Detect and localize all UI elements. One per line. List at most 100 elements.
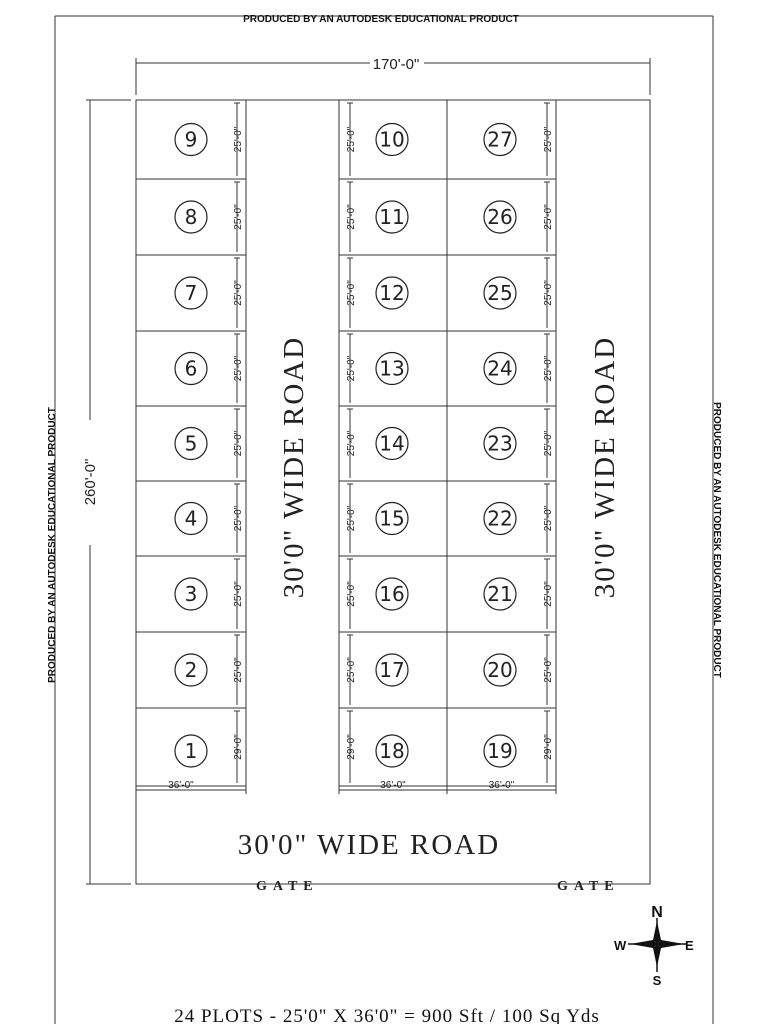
plot-summary: 24 PLOTS - 25'0" X 36'0" = 900 Sft / 100… bbox=[174, 1006, 600, 1024]
plot-number-circle bbox=[375, 501, 409, 536]
plot-number-circle bbox=[483, 653, 517, 687]
plot-depth-label: 29'-0" bbox=[346, 734, 357, 760]
plot-number-19: 19 bbox=[487, 739, 512, 763]
plot-number-circle bbox=[174, 122, 208, 157]
plot-number-circle bbox=[375, 426, 409, 461]
gate-right: GATE bbox=[557, 879, 620, 894]
plot-number-17: 17 bbox=[379, 658, 404, 682]
plot-depth-label: 25'-0" bbox=[543, 204, 554, 230]
plot-depth-label: 29'-0" bbox=[543, 734, 554, 760]
plot-depth-label: 25'-0" bbox=[346, 126, 357, 152]
plot-number-circle bbox=[483, 734, 517, 768]
plot-depth-label: 25'-0" bbox=[543, 430, 554, 456]
plot-depth-label: 25'-0" bbox=[543, 657, 554, 683]
plot-number-circle bbox=[483, 501, 517, 536]
plot-depth-label: 25'-0" bbox=[346, 355, 357, 381]
plot-depth-label: 25'-0" bbox=[543, 126, 554, 152]
plot-number-circle bbox=[174, 653, 208, 687]
plot-number-1: 1 bbox=[185, 739, 198, 763]
compass-south: S bbox=[653, 973, 662, 988]
plot-number-circle bbox=[375, 577, 409, 611]
plot-number-circle bbox=[375, 351, 409, 386]
plot-depth-label: 25'-0" bbox=[233, 280, 244, 306]
sheet-border bbox=[54, 15, 714, 1024]
road-label-bottom: 30'0" WIDE ROAD bbox=[238, 829, 500, 861]
plot-depth-label: 25'-0" bbox=[233, 581, 244, 607]
plot-number-10: 10 bbox=[379, 128, 404, 152]
plot-number-circle bbox=[174, 276, 208, 310]
plot-number-25: 25 bbox=[487, 281, 512, 305]
compass-north: N bbox=[651, 904, 663, 921]
plot-depth-label: 25'-0" bbox=[233, 505, 244, 531]
plot-depth-label: 25'-0" bbox=[233, 355, 244, 381]
plot-number-11: 11 bbox=[379, 205, 404, 229]
road-label-left: 30'0" WIDE ROAD bbox=[278, 336, 310, 598]
plot-number-circle bbox=[483, 122, 517, 157]
plot-number-circle bbox=[375, 276, 409, 310]
overall-width-label: 170'-0" bbox=[373, 56, 420, 73]
plot-depth-label: 25'-0" bbox=[233, 430, 244, 456]
plot-number-3: 3 bbox=[185, 582, 198, 606]
plot-number-circle bbox=[174, 734, 208, 768]
plot-number-circle bbox=[483, 200, 517, 234]
plot-number-24: 24 bbox=[487, 357, 512, 381]
plot-number-18: 18 bbox=[379, 739, 404, 763]
plot-depth-label: 25'-0" bbox=[543, 581, 554, 607]
overall-length-label: 260'-0" bbox=[82, 459, 99, 506]
compass-west: W bbox=[614, 938, 627, 953]
plot-blocks: 9 25'-0" 8 25'-0" 7 25'-0" 6 25'-0" 5 25'-0" 4 25'-… bbox=[135, 99, 557, 794]
plot-depth-label: 25'-0" bbox=[346, 430, 357, 456]
plot-number-15: 15 bbox=[379, 507, 404, 531]
plot-depth-label: 25'-0" bbox=[346, 204, 357, 230]
plot-number-22: 22 bbox=[487, 507, 512, 531]
plot-block-3 bbox=[446, 99, 557, 787]
plot-width-label: 36'-0" bbox=[489, 780, 515, 791]
gate-left: GATE bbox=[256, 879, 319, 894]
compass-east: E bbox=[685, 938, 694, 953]
plot-depth-label: 25'-0" bbox=[543, 505, 554, 531]
plot-depth-label: 25'-0" bbox=[346, 280, 357, 306]
plot-number-circle bbox=[174, 501, 208, 536]
plot-number-circle bbox=[174, 200, 208, 234]
plot-number-7: 7 bbox=[185, 281, 198, 305]
plot-number-circle bbox=[483, 276, 517, 310]
plot-number-circle bbox=[375, 653, 409, 687]
plot-number-circle bbox=[483, 426, 517, 461]
plot-depth-label: 25'-0" bbox=[543, 355, 554, 381]
plot-number-14: 14 bbox=[379, 432, 404, 456]
overall-length-dimension bbox=[86, 99, 131, 885]
plot-number-8: 8 bbox=[185, 205, 198, 229]
plot-number-circle bbox=[375, 734, 409, 768]
plot-number-circle bbox=[375, 122, 409, 157]
plot-width-label: 36'-0" bbox=[168, 780, 194, 791]
road-label-right: 30'0" WIDE ROAD bbox=[589, 336, 621, 598]
plot-number-circle bbox=[174, 577, 208, 611]
plot-number-2: 2 bbox=[185, 658, 198, 682]
plot-number-5: 5 bbox=[185, 432, 198, 456]
plot-depth-label: 25'-0" bbox=[346, 505, 357, 531]
plot-number-circle bbox=[375, 200, 409, 234]
watermark-top: PRODUCED BY AN AUTODESK EDUCATIONAL PROD… bbox=[243, 14, 519, 25]
plot-number-27: 27 bbox=[487, 128, 512, 152]
plot-number-20: 20 bbox=[487, 658, 512, 682]
plot-number-4: 4 bbox=[185, 507, 198, 531]
overall-width-dimension bbox=[135, 58, 651, 95]
plot-number-circle bbox=[174, 426, 208, 461]
plot-depth-label: 25'-0" bbox=[233, 657, 244, 683]
plot-depth-label: 25'-0" bbox=[543, 280, 554, 306]
compass-rose-icon bbox=[628, 918, 686, 972]
plot-number-circle bbox=[483, 577, 517, 611]
watermark-left: PRODUCED BY AN AUTODESK EDUCATIONAL PROD… bbox=[47, 407, 58, 683]
plot-depth-label: 25'-0" bbox=[233, 126, 244, 152]
plot-number-21: 21 bbox=[487, 582, 512, 606]
plot-depth-label: 25'-0" bbox=[346, 581, 357, 607]
plot-number-circle bbox=[483, 351, 517, 386]
plot-width-label: 36'-0" bbox=[380, 780, 406, 791]
plot-number-6: 6 bbox=[185, 357, 198, 381]
plot-number-12: 12 bbox=[379, 281, 404, 305]
plot-block-1 bbox=[135, 99, 247, 787]
plot-number-13: 13 bbox=[379, 357, 404, 381]
plot-number-26: 26 bbox=[487, 205, 512, 229]
plot-depth-label: 29'-0" bbox=[233, 734, 244, 760]
plot-number-9: 9 bbox=[185, 128, 198, 152]
